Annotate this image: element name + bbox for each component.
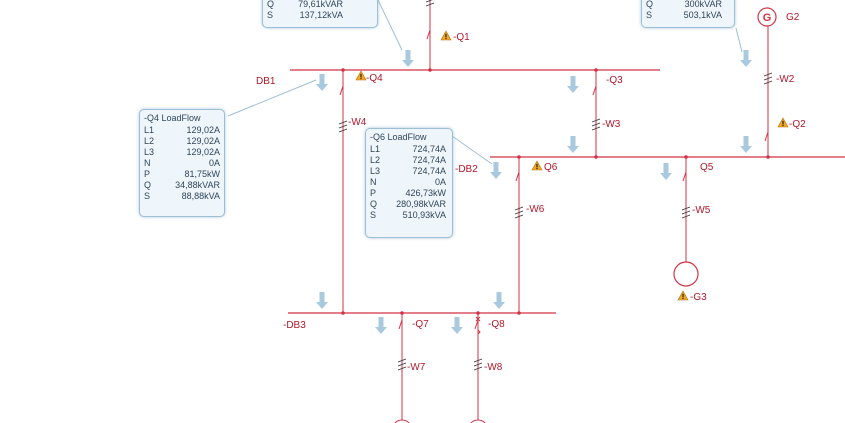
row-value: 129,02A (186, 147, 220, 157)
row-value: 129,02A (186, 125, 220, 135)
row-key: Q (267, 0, 275, 9)
busbar-db3-label: -DB3 (283, 320, 306, 331)
device-w5-label: -W5 (692, 205, 711, 216)
row-value: 0A (434, 177, 446, 187)
generator-g2-symbol[interactable] (757, 7, 777, 27)
feeder-q3[interactable] (591, 68, 601, 159)
row-key: L3 (144, 147, 155, 157)
loadflow-box-title: -Q6 LoadFlow (370, 132, 427, 142)
flow-arrow-db3-left (316, 292, 328, 309)
flow-arrow-g2-top (740, 50, 752, 67)
device-w7-label: -W7 (407, 362, 426, 373)
flow-arrow-q8 (451, 317, 463, 334)
row-value: 137,12kVA (299, 10, 343, 20)
flow-arrow-q7 (375, 317, 387, 334)
warning-g3-icon[interactable] (677, 290, 689, 301)
row-key: N (370, 177, 377, 187)
row-key: Q (646, 0, 654, 9)
warning-q2-icon[interactable] (777, 117, 789, 128)
device-w4-label: -W4 (348, 117, 367, 128)
flow-arrow-db3-right (493, 292, 505, 309)
row-key: Q (370, 199, 378, 209)
flow-arrow-q4 (316, 74, 328, 91)
flow-arrow-q3-top (567, 76, 579, 93)
row-key: S (370, 210, 377, 220)
loadflow-box-title: -Q4 LoadFlow (144, 113, 201, 123)
row-key: S (267, 10, 274, 20)
row-key: P (144, 169, 151, 179)
loadflow-box-q4[interactable]: -Q4 LoadFlow L1 129,02A L2 129,02A L3 129,0… (139, 109, 225, 217)
row-value: 426,73kW (405, 188, 446, 198)
loadflow-box-q6[interactable]: -Q6 LoadFlow L1 724,74A L2 724,74A L3 724,7… (365, 128, 453, 238)
feeder-q5[interactable] (673, 155, 699, 287)
row-value: 510,93kVA (402, 210, 446, 220)
device-g2-label: G2 (786, 12, 800, 23)
row-key: N (144, 158, 151, 168)
loadflow-box-q1[interactable]: Q 79,61kVAR S 137,12kVA (262, 0, 378, 28)
row-value: 79,61kVAR (298, 0, 343, 9)
row-key: L3 (370, 166, 381, 176)
row-key: L2 (370, 155, 381, 165)
row-value: 88,88kVA (181, 191, 220, 201)
feeder-g2[interactable] (757, 7, 777, 159)
device-q8-label: -Q8 (488, 319, 505, 330)
row-key: L2 (144, 136, 155, 146)
row-value: 724,74A (412, 166, 446, 176)
device-w2-label: -W2 (776, 74, 795, 85)
device-q4-label: -Q4 (366, 73, 383, 84)
row-key: L1 (144, 125, 155, 135)
feeder-q7[interactable] (392, 311, 412, 423)
flow-arrow-g2-bottom (740, 136, 752, 153)
warning-q4-icon[interactable] (355, 70, 367, 81)
busbar-db2-label: -DB2 (455, 164, 478, 175)
row-value: 724,74A (412, 144, 446, 154)
flow-arrow-q1 (402, 50, 414, 67)
device-g3-label: -G3 (690, 292, 707, 303)
device-q3-label: -Q3 (606, 75, 623, 86)
generator-g2-glyph: G (763, 12, 772, 24)
row-value: 129,02A (186, 136, 220, 146)
flow-arrow-q3-bottom (567, 136, 579, 153)
row-key: Q (144, 180, 152, 190)
warning-q1-icon[interactable] (440, 30, 452, 41)
device-q7-label: -Q7 (412, 319, 429, 330)
warning-q6-icon[interactable] (531, 160, 543, 171)
row-key: P (370, 188, 377, 198)
device-w6-label: -W6 (526, 204, 545, 215)
device-q2-label: -Q2 (789, 119, 806, 130)
device-q6-label: Q6 (544, 162, 558, 173)
feeder-q4[interactable] (338, 68, 348, 315)
flow-arrow-q5 (660, 163, 672, 180)
feeder-q8[interactable] (468, 311, 488, 423)
flow-arrow-q6 (490, 162, 502, 179)
feeder-q6[interactable] (514, 155, 524, 315)
row-value: 0A (208, 158, 220, 168)
feeder-q1[interactable] (425, 0, 435, 72)
row-value: 81,75kW (184, 169, 220, 179)
row-value: 503,1kVA (683, 10, 722, 20)
busbar-db1-label: DB1 (256, 76, 276, 87)
row-value: 724,74A (412, 155, 446, 165)
row-key: L1 (370, 144, 381, 154)
row-value: 280,98kVAR (396, 199, 446, 209)
row-value: 34,88kVAR (175, 180, 220, 190)
device-q5-label: Q5 (700, 162, 714, 173)
row-key: S (144, 191, 151, 201)
device-w8-label: -W8 (484, 362, 503, 373)
row-key: S (646, 10, 653, 20)
generator-g3-symbol[interactable] (673, 261, 699, 287)
device-q1-label: -Q1 (453, 32, 470, 43)
loadflow-box-g2[interactable]: Q 300kVAR S 503,1kVA (641, 0, 735, 28)
device-w3-label: -W3 (602, 119, 621, 130)
row-value: 300kVAR (684, 0, 722, 9)
